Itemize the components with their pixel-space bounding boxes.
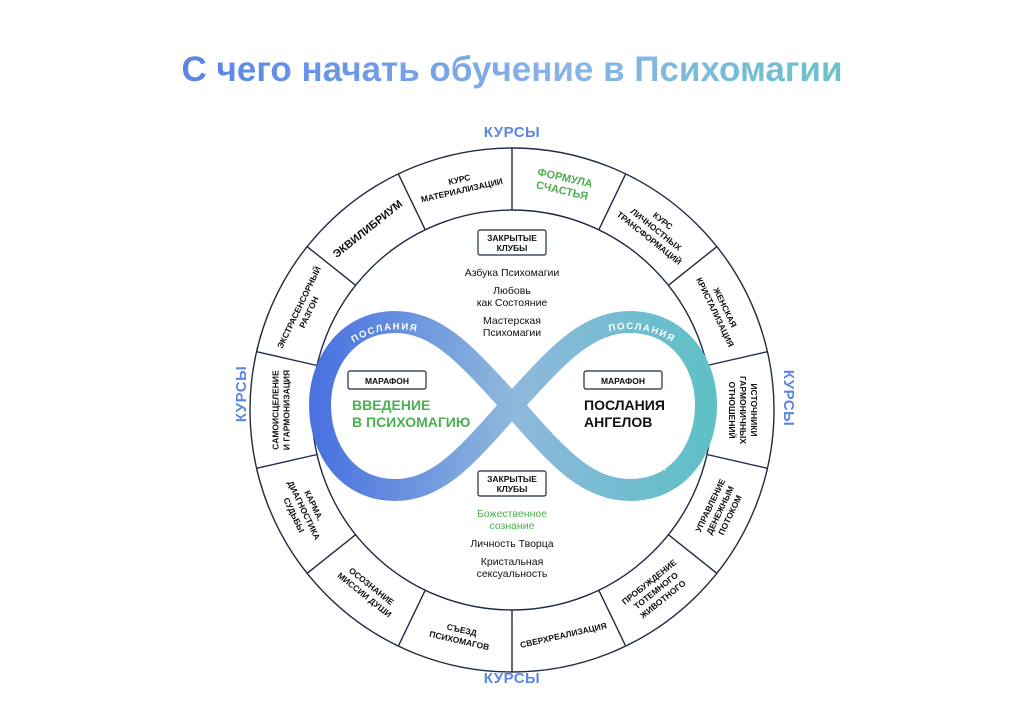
courses-label-left: КУРСЫ bbox=[233, 366, 250, 423]
ring-segment-upravlenie-denezhnym[interactable]: УПРАВЛЕНИЕДЕНЕЖНЫМПОТОКОМ bbox=[693, 477, 747, 543]
ring-divider bbox=[306, 246, 357, 286]
bottom-club-item[interactable]: Личность Творца bbox=[470, 538, 553, 550]
ring-segment-istochniki-garmonichnyh[interactable]: ИСТОЧНИКИГАРМОНИЧНЫХОТНОШЕНИЙ bbox=[727, 376, 759, 444]
courses-label-bottom: КУРСЫ bbox=[484, 670, 541, 687]
bottom-clubs-badge-frame bbox=[477, 470, 547, 497]
marathon-left-badge-frame bbox=[347, 370, 427, 390]
ring-segment-zhenskaya-kristalizaciya[interactable]: ЖЕНСКАЯКРИСТАЛИЗАЦИЯ bbox=[694, 271, 746, 349]
ring-divider bbox=[598, 589, 627, 647]
ring-divider bbox=[667, 246, 718, 286]
marathon-right-badge-frame bbox=[583, 370, 663, 390]
ring-segment-samoiscelenie[interactable]: САМОИСЦЕЛЕНИЕИ ГАРМОНИЗАЦИЯ bbox=[271, 370, 292, 450]
ring-segment-ekvilibrium[interactable]: ЭКВИЛИБРИУМ bbox=[331, 198, 405, 261]
marathon-right-badge: МАРАФОН bbox=[601, 376, 645, 386]
ring-segment-kurs-materializacii[interactable]: КУРСМАТЕРИАЛИЗАЦИИ bbox=[417, 165, 504, 204]
infinity-band bbox=[309, 311, 717, 501]
ring-segment-formula-schastya[interactable]: ФОРМУЛАСЧАСТЬЯ bbox=[533, 166, 594, 203]
ring-segment-probuzhdenie-totemnogo[interactable]: ПРОБУЖДЕНИЕТОТЕМНОГОЖИВОТНОГО bbox=[620, 557, 692, 624]
top-club-item[interactable]: Азбука Психомагии bbox=[465, 267, 560, 279]
marathon-left-badge: МАРАФОН bbox=[365, 376, 409, 386]
top-clubs-badge-frame bbox=[477, 229, 547, 256]
ring-divider bbox=[667, 534, 718, 574]
page-title: С чего начать обучение в Психомагии bbox=[0, 50, 1024, 90]
ring-divider bbox=[306, 534, 357, 574]
courses-label-top: КУРСЫ bbox=[484, 124, 541, 141]
ring-divider bbox=[397, 589, 426, 647]
ring-segment-karma-diagnostika[interactable]: КАРМА.ДИАГНОСТИКАСУДЬБЫ bbox=[276, 474, 333, 546]
ring-divider bbox=[397, 173, 426, 231]
ring-dividers bbox=[256, 148, 768, 672]
ring-segment-kurs-lichnostnyh[interactable]: КУРСЛИЧНОСТНЫХТРАНСФОРМАЦИЙ bbox=[615, 192, 697, 267]
ring-divider bbox=[598, 173, 627, 231]
courses-label-right: КУРСЫ bbox=[780, 370, 797, 427]
ring-segment-sezd-psihomagov[interactable]: СЪЕЗДПСИХОМАГОВ bbox=[428, 618, 492, 653]
ring-divider bbox=[706, 351, 768, 367]
ring-divider bbox=[256, 351, 318, 367]
ring-segment-sverhrealizaciya[interactable]: СВЕРХРЕАЛИЗАЦИЯ bbox=[519, 620, 608, 650]
ring-divider bbox=[256, 453, 318, 469]
ring-segment-osoznanie-missii[interactable]: ОСОЗНАНИЕМИССИИ ДУШИ bbox=[336, 562, 401, 620]
ring-divider bbox=[706, 453, 768, 469]
